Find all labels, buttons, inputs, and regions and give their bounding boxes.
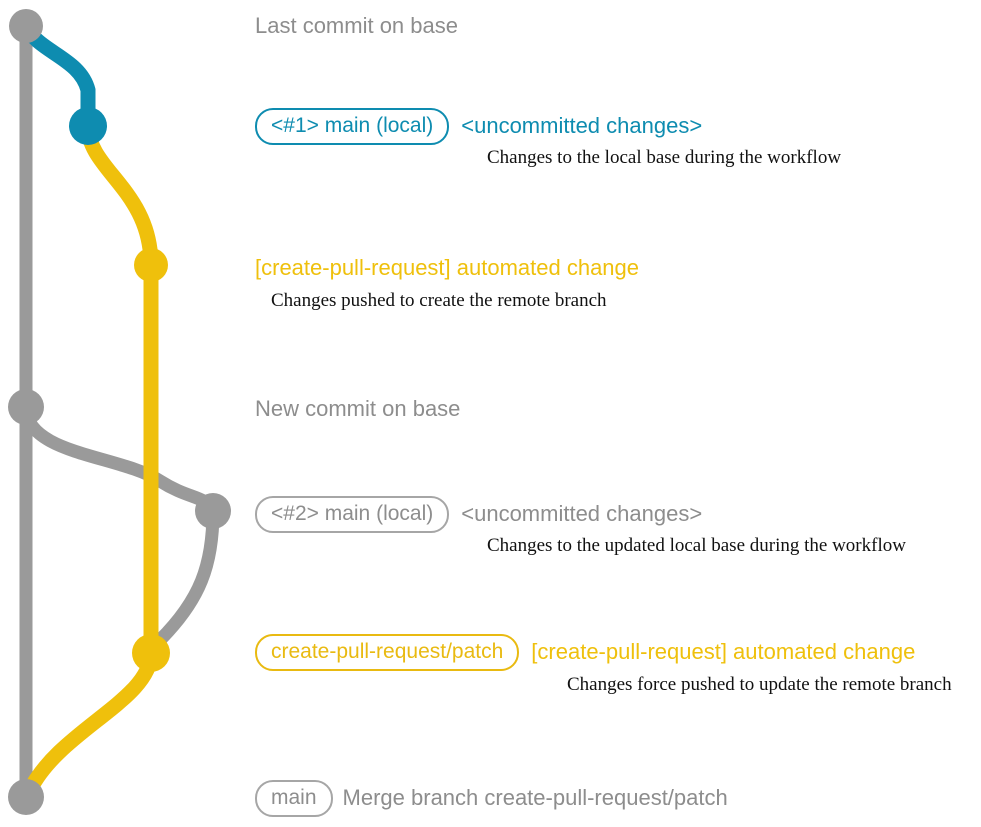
headline-uncommitted-changes-1: <uncommitted changes> xyxy=(461,113,703,138)
subtext-local-uncommitted-2: Changes to the updated local base during… xyxy=(487,535,906,556)
node-local-2[interactable] xyxy=(195,493,231,529)
headline-merge-branch: Merge branch create-pull-request/patch xyxy=(342,785,728,810)
node-patch-update[interactable] xyxy=(132,634,170,672)
entry-last-commit-on-base: Last commit on base xyxy=(255,13,458,39)
subtext-automated-change-update: Changes force pushed to update the remot… xyxy=(567,674,952,695)
entry-new-commit-on-base: New commit on base xyxy=(255,396,460,422)
entry-automated-change-create: [create-pull-request] automated change xyxy=(255,255,639,281)
node-base-last[interactable] xyxy=(9,9,43,43)
entry-local-uncommitted-1: <#1> main (local) <uncommitted changes> xyxy=(255,108,702,145)
node-base-new[interactable] xyxy=(8,389,44,425)
pill-main[interactable]: main xyxy=(255,780,333,817)
subtext-local-uncommitted-1: Changes to the local base during the wor… xyxy=(487,147,842,168)
entry-automated-change-update: create-pull-request/patch [create-pull-r… xyxy=(255,634,915,671)
headline-automated-change-create: [create-pull-request] automated change xyxy=(255,255,640,280)
pill-create-pull-request-patch[interactable]: create-pull-request/patch xyxy=(255,634,520,671)
entry-local-uncommitted-2: <#2> main (local) <uncommitted changes> xyxy=(255,496,702,533)
headline-automated-change-update: [create-pull-request] automated change xyxy=(531,639,916,664)
headline-new-commit-on-base: New commit on base xyxy=(255,396,461,421)
node-base-merge[interactable] xyxy=(8,779,44,815)
pill-main-local-2[interactable]: <#2> main (local) xyxy=(255,496,450,533)
node-patch-create[interactable] xyxy=(134,248,168,282)
headline-last-commit-on-base: Last commit on base xyxy=(255,13,458,38)
subtext-automated-change-create: Changes pushed to create the remote bran… xyxy=(271,290,607,311)
headline-uncommitted-changes-2: <uncommitted changes> xyxy=(461,501,703,526)
node-local-1[interactable] xyxy=(69,107,107,145)
pill-main-local-1[interactable]: <#1> main (local) xyxy=(255,108,450,145)
entry-merge-branch: main Merge branch create-pull-request/pa… xyxy=(255,780,728,817)
